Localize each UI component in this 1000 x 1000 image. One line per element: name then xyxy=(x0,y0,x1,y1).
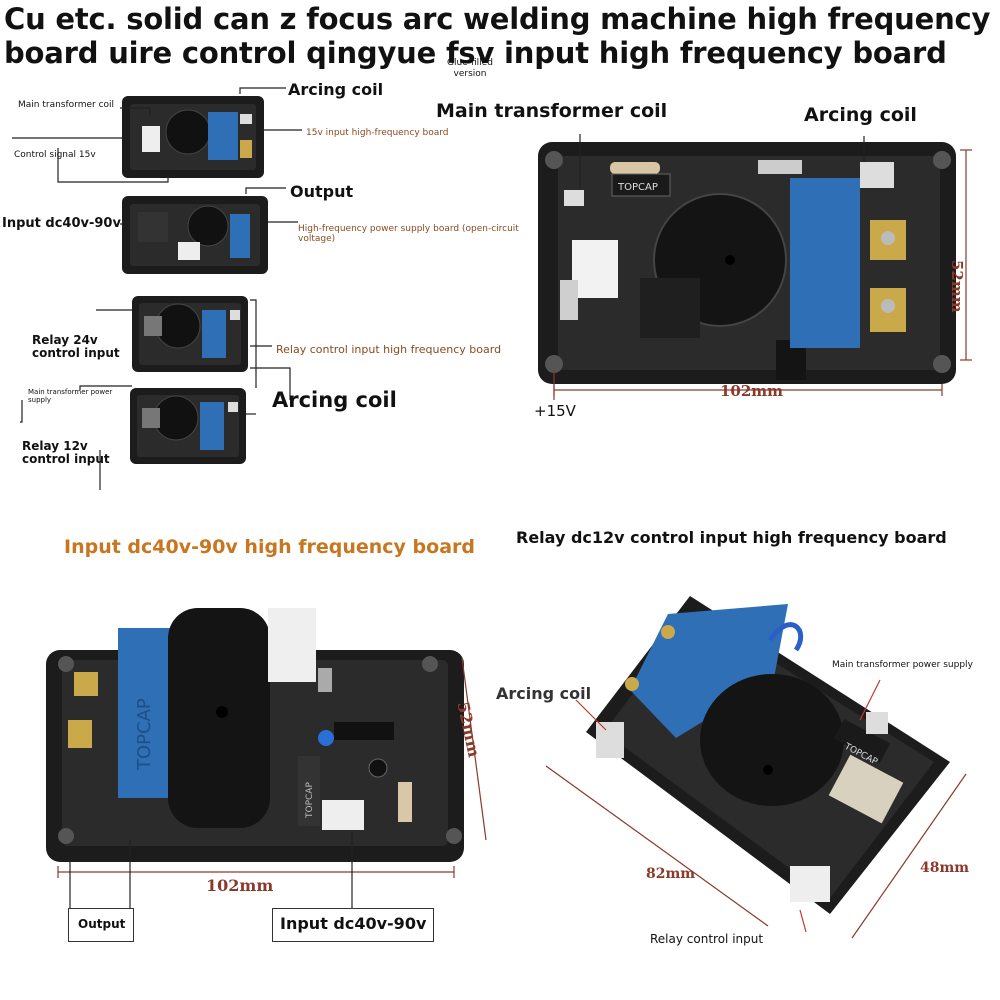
bl-input-label: Input dc40v-90v xyxy=(280,914,427,933)
bl-heading: Input dc40v-90v high frequency board xyxy=(64,536,475,558)
br-main-transformer-power: Main transformer power supply xyxy=(832,660,973,670)
label-main-transformer-coil: Main transformer coil xyxy=(18,100,115,110)
label-relay-24v: Relay 24v control input xyxy=(32,333,120,360)
br-heading: Relay dc12v control input high frequency… xyxy=(516,528,947,547)
top-left-panel: Glue-filled version Main transformer coi… xyxy=(0,58,520,500)
br-relay-control-input: Relay control input xyxy=(650,932,764,946)
br-dim-width: 82mm xyxy=(646,866,696,882)
br-arcing-coil: Arcing coil xyxy=(496,684,592,703)
bottom-left-illustration: TOPCAP TOPCAP xyxy=(46,608,487,908)
bottom-right-illustration: TOPCAP xyxy=(545,596,967,939)
tr-arcing-coil: Arcing coil xyxy=(804,104,917,126)
bl-output-label: Output xyxy=(78,917,126,931)
bl-output-box xyxy=(68,908,134,942)
bl-input-box xyxy=(272,908,434,942)
board-15v xyxy=(122,96,264,178)
board-relay-24v xyxy=(132,296,248,372)
tr-main-transformer-coil: Main transformer coil xyxy=(436,100,668,122)
label-arcing-coil-1: Arcing coil xyxy=(288,80,384,99)
label-main-transformer-power: Main transformer power supply xyxy=(28,388,113,404)
label-output: Output xyxy=(290,182,354,201)
top-right-panel: TOPCAP Main transformer coil A xyxy=(436,90,1000,500)
page-title: Cu etc. solid can z focus arc welding ma… xyxy=(4,2,991,70)
label-control-signal: Control signal 15v xyxy=(14,150,96,160)
bl-dim-width: 102mm xyxy=(206,876,274,895)
tr-dim-height: 52mm xyxy=(948,260,966,313)
label-input-dc: Input dc40v-90v xyxy=(2,216,121,231)
top-right-illustration: TOPCAP xyxy=(538,134,972,400)
bottom-left-panel: Input dc40v-90v high frequency board TOP… xyxy=(0,500,500,1000)
glue-note: Glue-filled version xyxy=(447,58,493,79)
tr-plus15v: +15V xyxy=(534,402,576,420)
bl-cap-text-2: TOPCAP xyxy=(305,782,315,819)
label-board-15v: 15v input high-frequency board xyxy=(306,128,449,138)
label-relay-board: Relay control input high frequency board xyxy=(276,343,502,356)
tr-dim-width: 102mm xyxy=(720,382,784,400)
label-relay-12v: Relay 12v control input xyxy=(22,439,110,466)
top-right-cap-text: TOPCAP xyxy=(617,182,658,193)
br-dim-height: 48mm xyxy=(920,860,970,876)
bl-cap-text: TOPCAP xyxy=(134,698,155,771)
board-relay-12v xyxy=(130,388,246,464)
label-arcing-coil-2: Arcing coil xyxy=(272,388,397,412)
bottom-right-panel: Relay dc12v control input high frequency… xyxy=(496,500,1000,1000)
label-hf-power-board: High-frequency power supply board (open-… xyxy=(298,224,519,244)
top-left-illustration xyxy=(12,87,302,490)
board-dc40-90 xyxy=(122,196,268,274)
